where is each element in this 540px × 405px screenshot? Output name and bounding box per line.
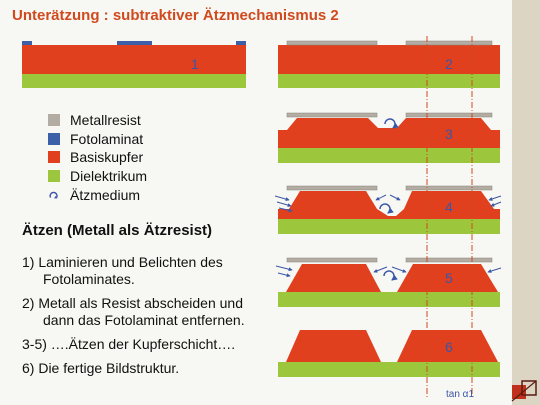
legend-label: Fotolaminat [70, 130, 144, 147]
stage-3-dielectric [278, 148, 500, 163]
stage-1-laminate-center [117, 41, 152, 45]
stage-5-metal-right [405, 257, 493, 263]
stage-5-dielectric [278, 292, 500, 307]
stage-4-etch-arrow [379, 203, 394, 214]
stage-2-metal-left [286, 40, 378, 46]
stage-4-etch-arrows [274, 194, 502, 213]
step-item: 1) Laminieren und Belichten des Fotolami… [22, 254, 223, 287]
stage-3-metal-right [405, 112, 493, 118]
step-item: 3-5) ….Ätzen der Kupferschicht…. [22, 336, 236, 352]
slide-title: Unterätzung : subtraktiver Ätzmechanismu… [12, 7, 339, 24]
stage-1-laminate-right [236, 41, 246, 45]
side-band [512, 0, 540, 405]
stage-2-metal-right [405, 40, 493, 46]
legend-item-dielektrikum: Dielektrikum [48, 167, 147, 186]
section-heading: Ätzen (Metall als Ätzresist) [22, 222, 213, 239]
legend-label: Metallresist [70, 112, 141, 129]
legend-item-basiskupfer: Basiskupfer [48, 148, 147, 167]
stage-3-metal-left [286, 112, 378, 118]
stage-6-diagram: 6 [278, 330, 500, 377]
process-steps: 1) Laminieren und Belichten des Fotolami… [22, 254, 272, 384]
stage-6-copper-left [286, 330, 381, 362]
stage-6-dielectric [278, 362, 500, 377]
stage-5-metal-left [286, 257, 378, 263]
stage-2-dielectric [278, 74, 500, 88]
metal-resist-swatch [48, 114, 60, 127]
stage-1-copper [22, 45, 246, 74]
stage-number-1: 1 [191, 56, 199, 72]
legend-label: Ätzmedium [70, 186, 141, 203]
legend-label: Dielektrikum [70, 168, 148, 185]
legend-item-metallresist: Metallresist [48, 111, 147, 130]
tan-alpha-label: tan α1 [446, 389, 475, 400]
undercut-guide-lines [426, 36, 473, 398]
stage-3-copper [278, 118, 500, 148]
legend-item-aetzmedium: Ätzmedium [48, 185, 147, 204]
photo-laminate-swatch [48, 132, 60, 145]
stage-4-dielectric [278, 219, 500, 234]
stage-5-copper [286, 264, 381, 292]
stage-3-diagram: 3 [278, 112, 500, 163]
stage-1-diagram: 1 [22, 41, 246, 88]
stage-1-dielectric [22, 74, 246, 88]
legend-item-fotolaminat: Fotolaminat [48, 130, 147, 149]
stage-5-etch-arrows [275, 265, 502, 278]
stage-5-copper-right [397, 264, 498, 292]
stage-4-copper [278, 191, 500, 219]
base-copper-swatch [48, 151, 60, 164]
stage-2-copper [278, 45, 500, 74]
legend-label: Basiskupfer [70, 149, 144, 166]
stage-number-4: 4 [445, 199, 453, 215]
dielectric-swatch [48, 170, 60, 183]
stage-4-metal-right [405, 185, 493, 191]
stage-3-etch-arrow [384, 118, 399, 129]
legend: Metallresist Fotolaminat Basiskupfer Die… [48, 111, 147, 204]
stage-number-6: 6 [445, 339, 453, 355]
corner-logo-icon [511, 380, 537, 402]
stage-2-diagram: 2 [278, 40, 500, 88]
step-item: 2) Metall als Resist abscheiden und dann… [22, 295, 245, 328]
stage-4-metal-left [286, 185, 378, 191]
stage-1-laminate-left [22, 41, 32, 45]
stage-number-2: 2 [445, 56, 453, 72]
step-item: 6) Die fertige Bildstruktur. [22, 360, 180, 376]
stage-5-etch-arrow [383, 270, 398, 281]
stage-number-5: 5 [445, 270, 453, 286]
stage-6-copper-right [397, 330, 498, 362]
stage-5-diagram: 5 [275, 257, 502, 307]
stage-4-diagram: 4 [274, 185, 502, 234]
stage-number-3: 3 [445, 126, 453, 142]
etch-medium-icon [48, 189, 60, 201]
